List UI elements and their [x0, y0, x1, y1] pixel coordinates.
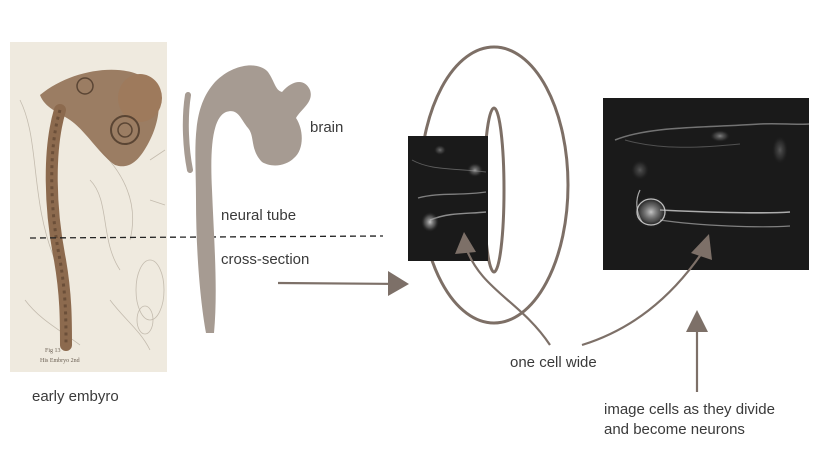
- small-micrograph: [408, 136, 488, 261]
- early-embryo-label: early embyro: [32, 388, 119, 405]
- cross-section-arrow: [277, 281, 406, 286]
- svg-text:His Embryo 2nd: His Embryo 2nd: [40, 358, 80, 364]
- image-cells-label-line1: image cells as they divide: [604, 401, 775, 418]
- one-cell-wide-right-curve: [581, 249, 705, 347]
- cross-section-label: cross-section: [221, 251, 310, 268]
- svg-text:Fig 13: Fig 13: [45, 348, 61, 354]
- cross-section-dashed-line: [29, 235, 384, 239]
- image-cells-label-line2: and become neurons: [604, 421, 745, 438]
- brain-label: brain: [310, 119, 344, 136]
- one-cell-wide-left-curve: [463, 244, 551, 346]
- cross-section-arrow-head: [388, 271, 409, 296]
- image-cells-arrow-head: [686, 310, 708, 332]
- embryo-illustration: Fig 13 His Embryo 2nd: [10, 42, 167, 372]
- one-cell-wide-left-arrow-head: [455, 232, 476, 254]
- one-cell-wide-label: one cell wide: [510, 354, 597, 371]
- neural-tube-label: neural tube: [221, 207, 297, 224]
- neural-tube-silhouette: [182, 65, 311, 333]
- one-cell-wide-right-arrow-head: [691, 234, 712, 260]
